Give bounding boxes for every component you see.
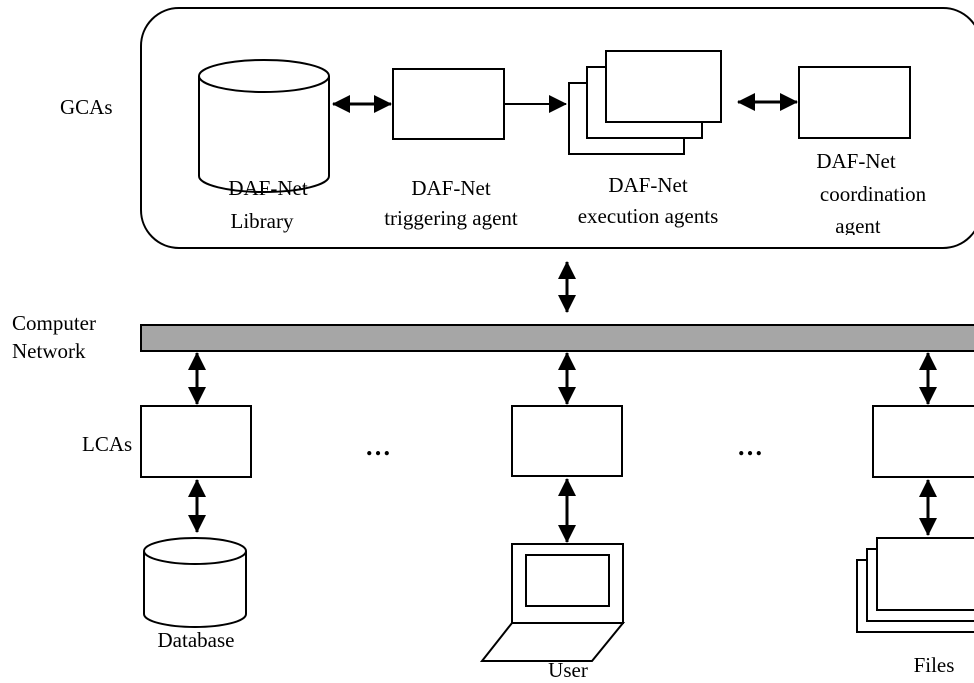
execution-label-line2: execution agents (577, 204, 719, 228)
library-cylinder-icon (198, 59, 330, 193)
triggering-label-line1: DAF-Net (411, 176, 491, 200)
coordination-label-line2: coordination (819, 182, 927, 206)
files-label: Files (913, 653, 955, 677)
laptop-icon (479, 543, 626, 662)
library-label-line1: DAF-Net (228, 176, 308, 200)
coordination-label-line3: agent (835, 214, 881, 235)
execution-label-line1: DAF-Net (608, 173, 688, 197)
database-label: Database (157, 628, 235, 652)
files-stack-icon (856, 537, 974, 633)
ellipsis-left: … (365, 432, 392, 461)
computer-label: Computer (12, 311, 96, 335)
lca-middle-box (511, 405, 623, 477)
execution-agents-stack (568, 50, 722, 155)
coordination-agent-box (798, 66, 911, 139)
database-cylinder-icon (143, 537, 247, 628)
user-label: User (548, 658, 588, 682)
library-label-line2: Library (230, 209, 294, 233)
gcas-label: GCAs (60, 95, 113, 119)
network-label: Network (12, 339, 86, 363)
lca-right-box (872, 405, 974, 478)
gca-container (140, 7, 974, 249)
lcas-label: LCAs (82, 432, 133, 456)
triggering-agent-box (392, 68, 505, 140)
ellipsis-right: … (737, 432, 764, 461)
coordination-label-line1: DAF-Net (816, 149, 896, 173)
network-bar (140, 324, 974, 352)
lca-left-box (140, 405, 252, 478)
triggering-label-line2: triggering agent (384, 206, 518, 230)
